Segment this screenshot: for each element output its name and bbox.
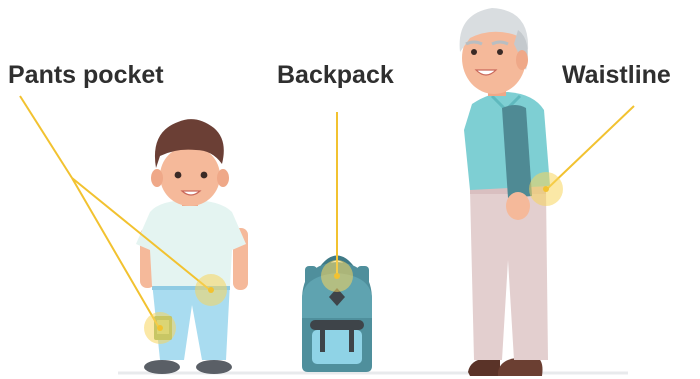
waist-pointer-line bbox=[548, 106, 634, 188]
boy-left-shoe bbox=[144, 360, 180, 374]
man-left-shoe bbox=[468, 358, 500, 376]
pocket-pointer-line bbox=[20, 96, 72, 178]
man-hand bbox=[506, 192, 530, 220]
backpack-strap bbox=[310, 320, 364, 330]
man-right-shoe bbox=[498, 358, 543, 376]
backpack-front-pocket bbox=[312, 330, 362, 364]
boy-right-shoe bbox=[196, 360, 232, 374]
man-pants bbox=[470, 190, 548, 360]
boy-head bbox=[160, 146, 220, 206]
